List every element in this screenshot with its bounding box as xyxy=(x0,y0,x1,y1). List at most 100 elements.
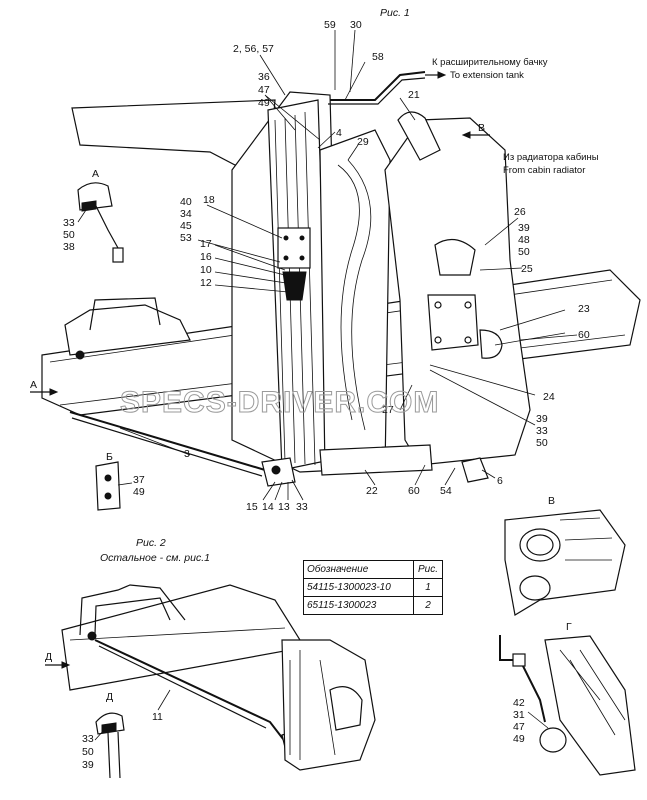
view-b-label: Б xyxy=(106,451,113,463)
lower-pipe-22 xyxy=(319,444,433,476)
callout-21: 21 xyxy=(408,89,420,101)
callout-39b: 39 xyxy=(536,413,548,425)
fig2-note: Остальное - см. рис.1 xyxy=(100,552,210,564)
callout-50c: 50 xyxy=(536,437,548,449)
to-tank-en: To extension tank xyxy=(450,70,524,81)
callout-14: 14 xyxy=(262,501,274,513)
callout-48: 48 xyxy=(518,234,530,246)
view-d2-label: Д xyxy=(106,691,113,703)
callout-38: 38 xyxy=(63,241,75,253)
table-cell-designation: 54115-1300023-10 xyxy=(303,578,414,597)
callout-29: 29 xyxy=(357,136,369,148)
callout-37: 37 xyxy=(133,474,145,486)
callout-4: 4 xyxy=(336,127,342,139)
callout-22: 22 xyxy=(366,485,378,497)
figure-1: Рис. 1 xyxy=(30,7,641,501)
arrow-a xyxy=(30,388,59,396)
detail-g: Г 42 31 47 49 xyxy=(499,621,636,776)
callout-13: 13 xyxy=(278,501,290,513)
detail-d: Д 33 50 39 xyxy=(82,691,125,779)
callout-36: 36 xyxy=(258,71,270,83)
elbow-fitting xyxy=(479,329,503,359)
detail-a: 33 50 38 xyxy=(63,182,124,263)
pipe-3 xyxy=(69,411,266,471)
table-cell-figure: 2 xyxy=(413,596,443,615)
callout-45: 45 xyxy=(180,220,192,232)
callout-3: 3 xyxy=(184,448,190,460)
callout-16: 16 xyxy=(200,251,212,263)
engine-block xyxy=(384,117,531,466)
callout-50d: 50 xyxy=(82,746,94,758)
table-header-designation: Обозначение xyxy=(303,560,414,579)
callout-53: 53 xyxy=(180,232,192,244)
table-row: 65115-1300023 2 xyxy=(303,596,443,615)
callout-18: 18 xyxy=(203,194,215,206)
from-cabin-en: From cabin radiator xyxy=(503,165,585,176)
table-row: 54115-1300023-10 1 xyxy=(303,578,443,597)
callout-60b: 60 xyxy=(408,485,420,497)
callout-33a: 33 xyxy=(63,217,75,229)
detail-v: В xyxy=(504,495,626,616)
callout-50: 50 xyxy=(518,246,530,258)
callout-49b: 49 xyxy=(133,486,145,498)
callout-17: 17 xyxy=(200,238,212,250)
detail-b xyxy=(95,461,133,511)
callout-47: 47 xyxy=(258,84,270,96)
arrow-v xyxy=(461,131,490,139)
callout-49c: 49 xyxy=(513,733,525,745)
callout-12: 12 xyxy=(200,277,212,289)
callout-10: 10 xyxy=(200,264,212,276)
view-v2-label: В xyxy=(548,495,555,507)
table-header-row: Обозначение Рис. xyxy=(303,560,443,579)
callout-60: 60 xyxy=(578,329,590,341)
tank-pipe xyxy=(330,71,426,101)
mount-plate xyxy=(277,227,311,269)
callout-54: 54 xyxy=(440,485,452,497)
view-v-label: В xyxy=(478,122,485,134)
view-a-label: А xyxy=(92,168,99,180)
fig2-frame xyxy=(61,584,301,691)
fan-shroud xyxy=(319,129,391,471)
callout-50a: 50 xyxy=(63,229,75,241)
callout-49: 49 xyxy=(258,97,270,109)
fig1-labels: 59 30 2, 56, 57 58 К расширительному бач… xyxy=(30,19,599,513)
callout-39: 39 xyxy=(518,222,530,234)
callout-25: 25 xyxy=(521,263,533,275)
callout-33b: 33 xyxy=(536,425,548,437)
fig1-caption: Рис. 1 xyxy=(380,7,410,19)
callout-42: 42 xyxy=(513,697,525,709)
callout-39c: 39 xyxy=(82,759,94,771)
callout-30: 30 xyxy=(350,19,362,31)
callout-26: 26 xyxy=(514,206,526,218)
callout-2-56-57: 2, 56, 57 xyxy=(233,43,274,55)
callout-11: 11 xyxy=(152,711,163,723)
coolant-outlet xyxy=(434,239,476,276)
callout-6: 6 xyxy=(497,475,503,487)
callout-15: 15 xyxy=(246,501,258,513)
callout-59: 59 xyxy=(324,19,336,31)
callout-33c: 33 xyxy=(296,501,308,513)
watermark: SPECS-DRIVER.COM xyxy=(120,386,439,419)
callout-47b: 47 xyxy=(513,721,525,733)
to-tank-ru: К расширительному бачку xyxy=(432,57,548,68)
engine-flange xyxy=(427,294,479,351)
hose-21 xyxy=(397,111,441,161)
view-g-label: Г xyxy=(566,621,572,633)
callout-58: 58 xyxy=(372,51,384,63)
designation-table: Обозначение Рис. 54115-1300023-10 1 6511… xyxy=(303,560,443,615)
arrow-a-label: А xyxy=(30,379,37,391)
fig2-caption: Рис. 2 xyxy=(136,537,166,549)
bolt-assembly xyxy=(282,271,307,301)
from-cabin-ru: Из радиатора кабины xyxy=(503,152,599,163)
callout-24: 24 xyxy=(543,391,555,403)
table-cell-figure: 1 xyxy=(413,578,443,597)
fig2-engine xyxy=(281,639,376,771)
callout-27: 27 xyxy=(382,404,394,416)
callout-31: 31 xyxy=(513,709,525,721)
table-cell-designation: 65115-1300023 xyxy=(303,596,414,615)
callout-34: 34 xyxy=(180,208,192,220)
coupling-6 xyxy=(461,457,489,483)
figure-2: Рис. 2 Остальное - см. рис.1 Д 11 xyxy=(45,537,376,771)
callout-23: 23 xyxy=(578,303,590,315)
